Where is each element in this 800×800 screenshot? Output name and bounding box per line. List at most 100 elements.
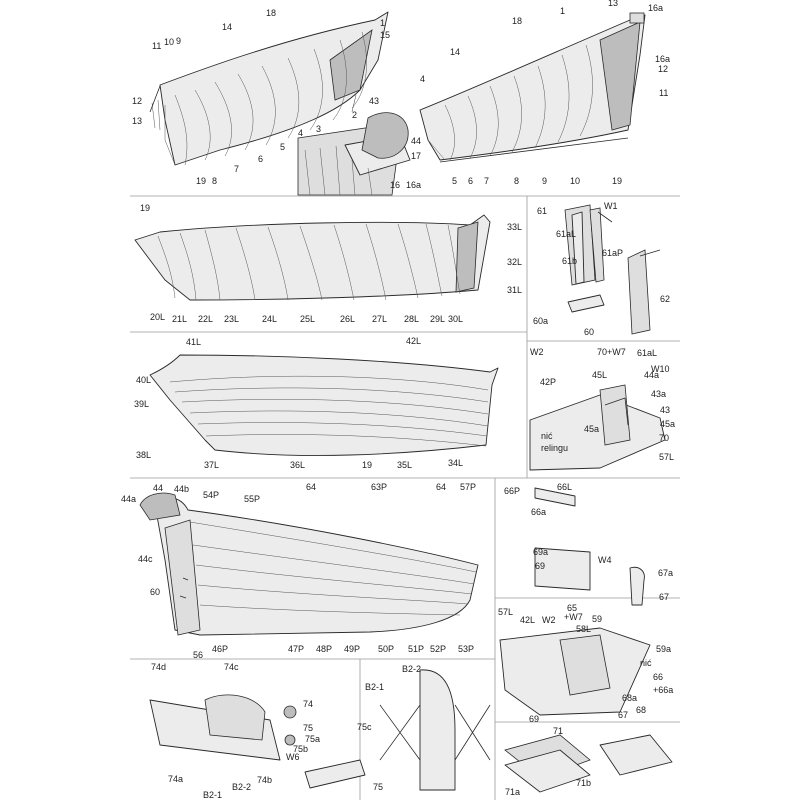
part-label: 64 [436, 482, 446, 492]
bow-detail-block-44 [361, 112, 409, 159]
frames-right-view [419, 12, 646, 163]
part-label: 34L [448, 458, 463, 468]
interior-view [499, 627, 651, 716]
pump-view [149, 694, 366, 789]
fitting-67 [629, 566, 645, 606]
part-label: 74d [151, 662, 166, 672]
part-label: 14 [450, 47, 460, 57]
frames-right-ribs [427, 44, 593, 161]
part-label: 60 [150, 587, 160, 597]
part-label: 26L [340, 314, 355, 324]
part-label: 44a [644, 370, 659, 380]
part-label: 43 [369, 96, 379, 106]
part-label: 66a [531, 507, 546, 517]
top-view-braces [379, 704, 491, 761]
part-label: W1 [604, 201, 618, 211]
part-label: 10 [164, 37, 174, 47]
grating-view [504, 734, 673, 793]
part-label: 18 [266, 8, 276, 18]
part-label: 20L [150, 312, 165, 322]
part-label: 10 [570, 176, 580, 186]
part-label: nić [541, 431, 553, 441]
part-label: W10 [651, 364, 670, 374]
frames-right-stem-block [629, 12, 645, 24]
part-label: 16a [655, 54, 670, 64]
part-label: 27L [372, 314, 387, 324]
bow-detail-ribs [304, 145, 373, 196]
bottom-planks-hull [134, 214, 491, 301]
part-label: 5 [452, 176, 457, 186]
part-label: 58L [576, 624, 591, 634]
pump-knob-74 [283, 705, 297, 719]
part-label: 11 [659, 88, 668, 98]
part-label: 21L [172, 314, 187, 324]
part-label: 12 [132, 96, 142, 106]
stern-rail-wire [604, 397, 629, 426]
part-label: 61aL [637, 348, 657, 358]
rudder-part-60a [567, 294, 605, 313]
interior-bulkhead [559, 634, 611, 696]
top-view-hull [419, 669, 456, 791]
part-label: 74a [168, 774, 183, 784]
side-planks-right-transom [164, 519, 201, 636]
part-label: +W7 [564, 612, 583, 622]
part-label: 7 [234, 164, 239, 174]
part-label: 13 [132, 116, 142, 126]
part-label: 52P [430, 644, 446, 654]
side-planks-right-view [139, 492, 479, 636]
frames-left-stern-lines [149, 85, 161, 113]
part-label: 13 [608, 0, 618, 8]
stern-rail-view [529, 384, 666, 471]
part-label: 55P [244, 494, 260, 504]
part-label: 4 [298, 128, 303, 138]
part-label: 43 [660, 405, 670, 415]
part-label: 75 [373, 782, 383, 792]
part-label: 28L [404, 314, 419, 324]
part-label: W4 [598, 555, 612, 565]
part-label: 2 [352, 110, 357, 120]
part-label: 22L [198, 314, 213, 324]
part-label: 53P [458, 644, 474, 654]
part-label: 65 [567, 603, 577, 613]
part-label: 67a [658, 568, 673, 578]
frames-right-bow-shade [599, 21, 641, 131]
part-label: 14 [222, 22, 232, 32]
part-label: 44 [153, 483, 163, 493]
part-label: 9 [176, 36, 181, 46]
part-label: 49P [344, 644, 360, 654]
part-label: 19 [140, 203, 150, 213]
part-label: 9 [542, 176, 547, 186]
part-label: 37L [204, 460, 219, 470]
part-label: W6 [286, 752, 300, 762]
part-label: 66 [653, 672, 663, 682]
part-label: 5 [280, 142, 285, 152]
part-label: 56 [193, 650, 203, 660]
part-label: 17 [411, 151, 421, 161]
part-label: 8 [514, 176, 519, 186]
part-label: B2-1 [203, 790, 222, 800]
part-label: relingu [541, 443, 568, 453]
part-label: 71b [576, 778, 591, 788]
part-label: 66L [557, 482, 572, 492]
part-label: 16a [648, 3, 663, 13]
side-planks-left-hull [149, 354, 499, 456]
pump-knob-75 [284, 734, 296, 746]
part-label: 57L [659, 452, 674, 462]
part-label: 60 [584, 327, 594, 337]
part-label: 24L [262, 314, 277, 324]
part-label: 6 [468, 176, 473, 186]
part-label: nić [640, 658, 652, 668]
part-label: 51P [408, 644, 424, 654]
part-label: 45a [660, 419, 675, 429]
part-label: 31L [507, 285, 522, 295]
part-label: 42L [520, 615, 535, 625]
part-label: 11 [152, 41, 161, 51]
